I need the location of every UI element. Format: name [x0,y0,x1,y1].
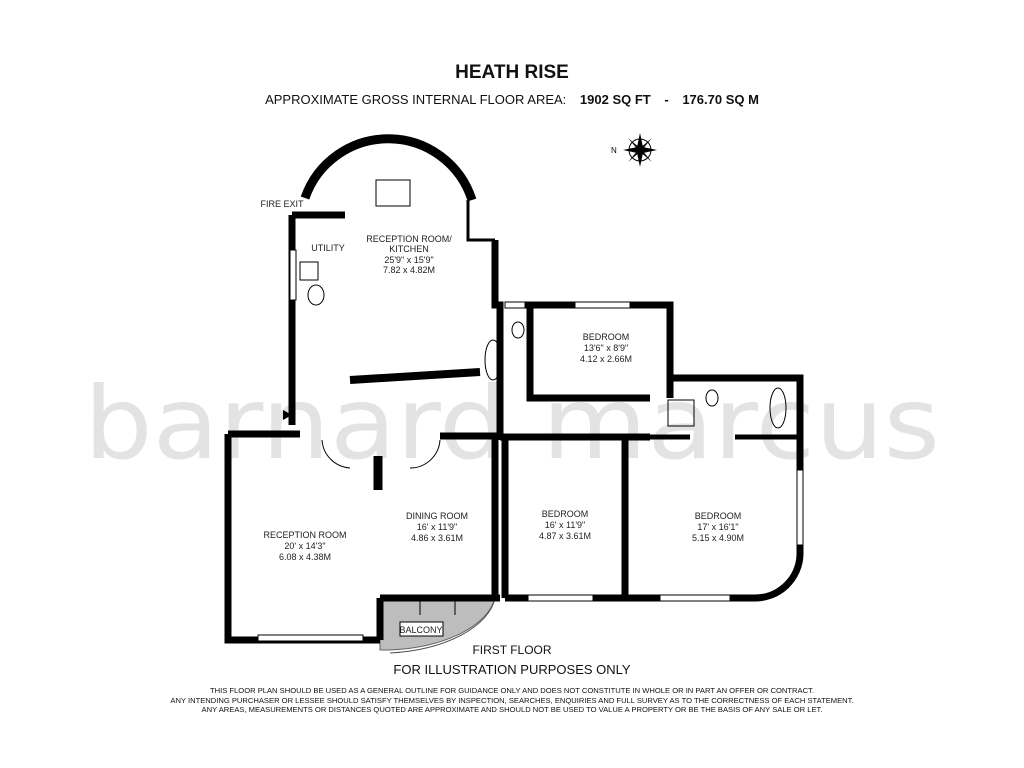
room-dining: DINING ROOM 16' x 11'9" 4.86 x 3.61M [406,511,468,543]
svg-text:DINING ROOM: DINING ROOM [406,511,468,521]
area-sqm: 176.70 SQ M [682,92,759,107]
balcony-label-box [399,621,444,637]
utility-label: UTILITY [311,243,345,253]
area-separator: - [664,92,669,107]
disclaimer-line: ANY AREAS, MEASUREMENTS OR DISTANCES QUO… [201,705,823,714]
svg-text:7.82 x 4.82M: 7.82 x 4.82M [383,265,435,275]
walls [224,134,804,644]
svg-text:BEDROOM: BEDROOM [695,511,742,521]
svg-text:16' x 11'9": 16' x 11'9" [545,520,586,530]
bath-icon-2 [769,387,787,429]
bath-icon [484,339,502,381]
shower-icon [667,399,695,427]
svg-text:4.87 x 3.61M: 4.87 x 3.61M [539,531,591,541]
svg-text:20' x 14'3": 20' x 14'3" [284,541,325,551]
disclaimer-line: ANY INTENDING PURCHASER OR LESSEE SHOULD… [170,695,854,705]
fire-exit-label: FIRE EXIT [260,199,304,209]
svg-text:RECEPTION ROOM/: RECEPTION ROOM/ [366,234,452,244]
floor-area: APPROXIMATE GROSS INTERNAL FLOOR AREA: 1… [0,92,1024,107]
room-bedroom-middle: BEDROOM 16' x 11'9" 4.87 x 3.61M [539,509,591,541]
door-swings [321,439,441,469]
svg-text:4.86 x 3.61M: 4.86 x 3.61M [411,533,463,543]
floor-label: FIRST FLOOR [472,643,552,657]
svg-text:RECEPTION ROOM: RECEPTION ROOM [263,530,346,540]
area-sqft: 1902 SQ FT [579,92,651,107]
toilet-icon [511,321,525,339]
kitchen-island [375,179,411,207]
sink-icon [299,261,319,281]
toilet-icon-2 [705,389,719,407]
room-bedroom-right: BEDROOM 17' x 16'1" 5.15 x 4.90M [692,511,744,543]
room-bedroom-upper: BEDROOM 13'6" x 8'9" 4.12 x 2.66M [580,332,632,364]
watermark: barnard marcus [84,365,940,482]
area-label: APPROXIMATE GROSS INTERNAL FLOOR AREA: [265,92,567,107]
illustration-note: FOR ILLUSTRATION PURPOSES ONLY [393,662,631,677]
compass-icon: N [611,133,657,167]
svg-text:4.12 x 2.66M: 4.12 x 2.66M [580,354,632,364]
svg-text:BEDROOM: BEDROOM [542,509,589,519]
balcony-label: BALCONY [399,625,442,635]
compass-north: N [611,146,617,155]
disclaimer: THIS FLOOR PLAN SHOULD BE USED AS A GENE… [0,686,1024,715]
balcony-doors [419,598,456,615]
room-kitchen: RECEPTION ROOM/ KITCHEN 25'9" x 15'9" 7.… [366,234,452,275]
plan-title: HEATH RISE [455,62,569,83]
fixtures [299,179,787,615]
disclaimer-line: THIS FLOOR PLAN SHOULD BE USED AS A GENE… [210,686,814,695]
svg-text:13'6" x 8'9": 13'6" x 8'9" [584,343,628,353]
svg-text:16' x 11'9": 16' x 11'9" [417,522,458,532]
room-reception: RECEPTION ROOM 20' x 14'3" 6.08 x 4.38M [263,530,346,562]
entrance-arrow-icon [283,410,292,420]
svg-text:17' x 16'1": 17' x 16'1" [697,522,738,532]
svg-text:6.08 x 4.38M: 6.08 x 4.38M [279,552,331,562]
svg-text:BEDROOM: BEDROOM [583,332,630,342]
svg-text:5.15 x 4.90M: 5.15 x 4.90M [692,533,744,543]
windows [257,249,804,642]
svg-text:25'9" x 15'9": 25'9" x 15'9" [384,255,433,265]
svg-text:KITCHEN: KITCHEN [389,244,429,254]
toilet-icon-3 [307,284,325,306]
